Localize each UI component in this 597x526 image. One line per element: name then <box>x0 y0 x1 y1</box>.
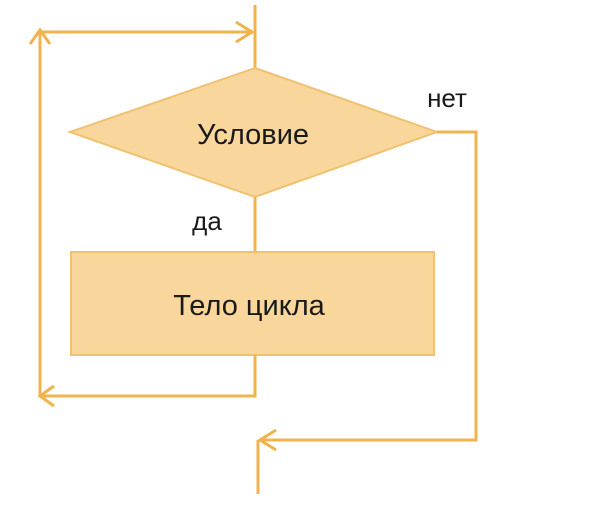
no-label: нет <box>427 83 467 113</box>
loop-up-arrowhead <box>28 27 52 45</box>
condition-label: Условие <box>197 119 309 151</box>
loop-left-arrowhead <box>37 384 55 408</box>
loop-body-box <box>70 251 435 356</box>
loop-back-arrowhead <box>235 20 255 44</box>
body-label: Тело цикла <box>173 290 325 322</box>
no-connector <box>262 130 478 442</box>
yes-label: да <box>192 206 222 236</box>
no-arrowhead <box>257 428 277 452</box>
